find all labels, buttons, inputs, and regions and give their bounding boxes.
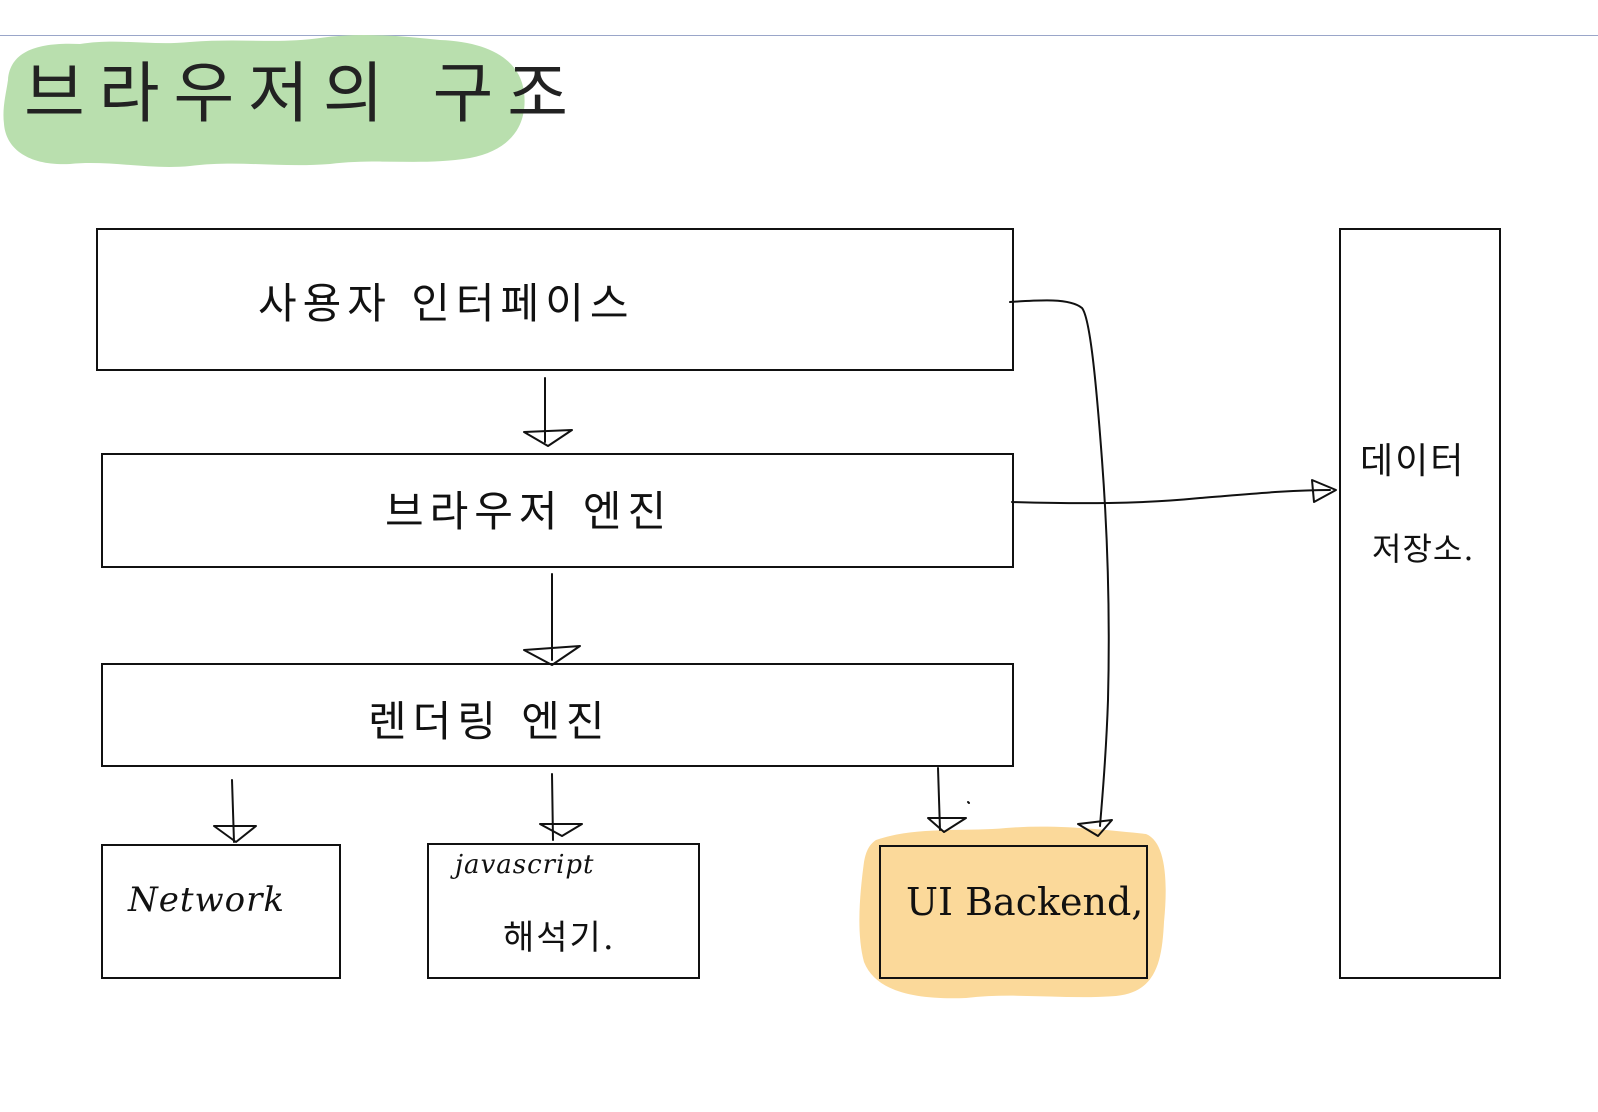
browser-engine-box: [101, 453, 1014, 568]
arrowhead-render-to-backend: [927, 817, 967, 833]
arrowhead-browser-to-storage: [1311, 479, 1337, 503]
ui-backend-label: UI Backend,: [906, 880, 1144, 924]
js-interpreter-label-line1: javascript: [455, 850, 595, 880]
page-title: 브라우저의 구조: [24, 55, 583, 132]
ink-dot: [967, 801, 970, 804]
data-storage-label-line2: 저장소.: [1372, 530, 1475, 568]
arrow-ui-to-backend: [1009, 299, 1110, 827]
arrowhead-render-to-js: [539, 823, 583, 837]
arrow-render-to-js: [551, 773, 554, 841]
user-interface-label: 사용자 인터페이스: [258, 279, 635, 328]
network-label: Network: [128, 880, 285, 920]
rendering-engine-label: 렌더링 엔진: [368, 697, 611, 746]
data-storage-box: [1339, 228, 1501, 979]
arrowhead-ui-to-backend: [1077, 819, 1113, 837]
browser-engine-label: 브라우저 엔진: [385, 487, 673, 536]
ui-backend-highlight: [859, 826, 1166, 999]
arrow-browser-to-storage: [1011, 489, 1331, 505]
arrowhead-ui-to-browser: [523, 429, 573, 447]
data-storage-label-line1: 데이터: [1360, 441, 1466, 482]
network-box: [101, 844, 341, 979]
title-highlight: [3, 34, 525, 167]
top-rule-line: [0, 35, 1598, 36]
rendering-engine-box: [101, 663, 1014, 767]
arrowhead-browser-to-render: [523, 645, 581, 666]
js-interpreter-box: [427, 843, 700, 979]
user-interface-box: [96, 228, 1014, 371]
arrow-render-to-network: [231, 779, 235, 843]
arrowhead-render-to-network: [213, 825, 257, 843]
arrow-render-to-backend: [937, 767, 941, 831]
js-interpreter-label-line2: 해석기.: [503, 918, 616, 958]
ui-backend-box: [879, 845, 1148, 979]
